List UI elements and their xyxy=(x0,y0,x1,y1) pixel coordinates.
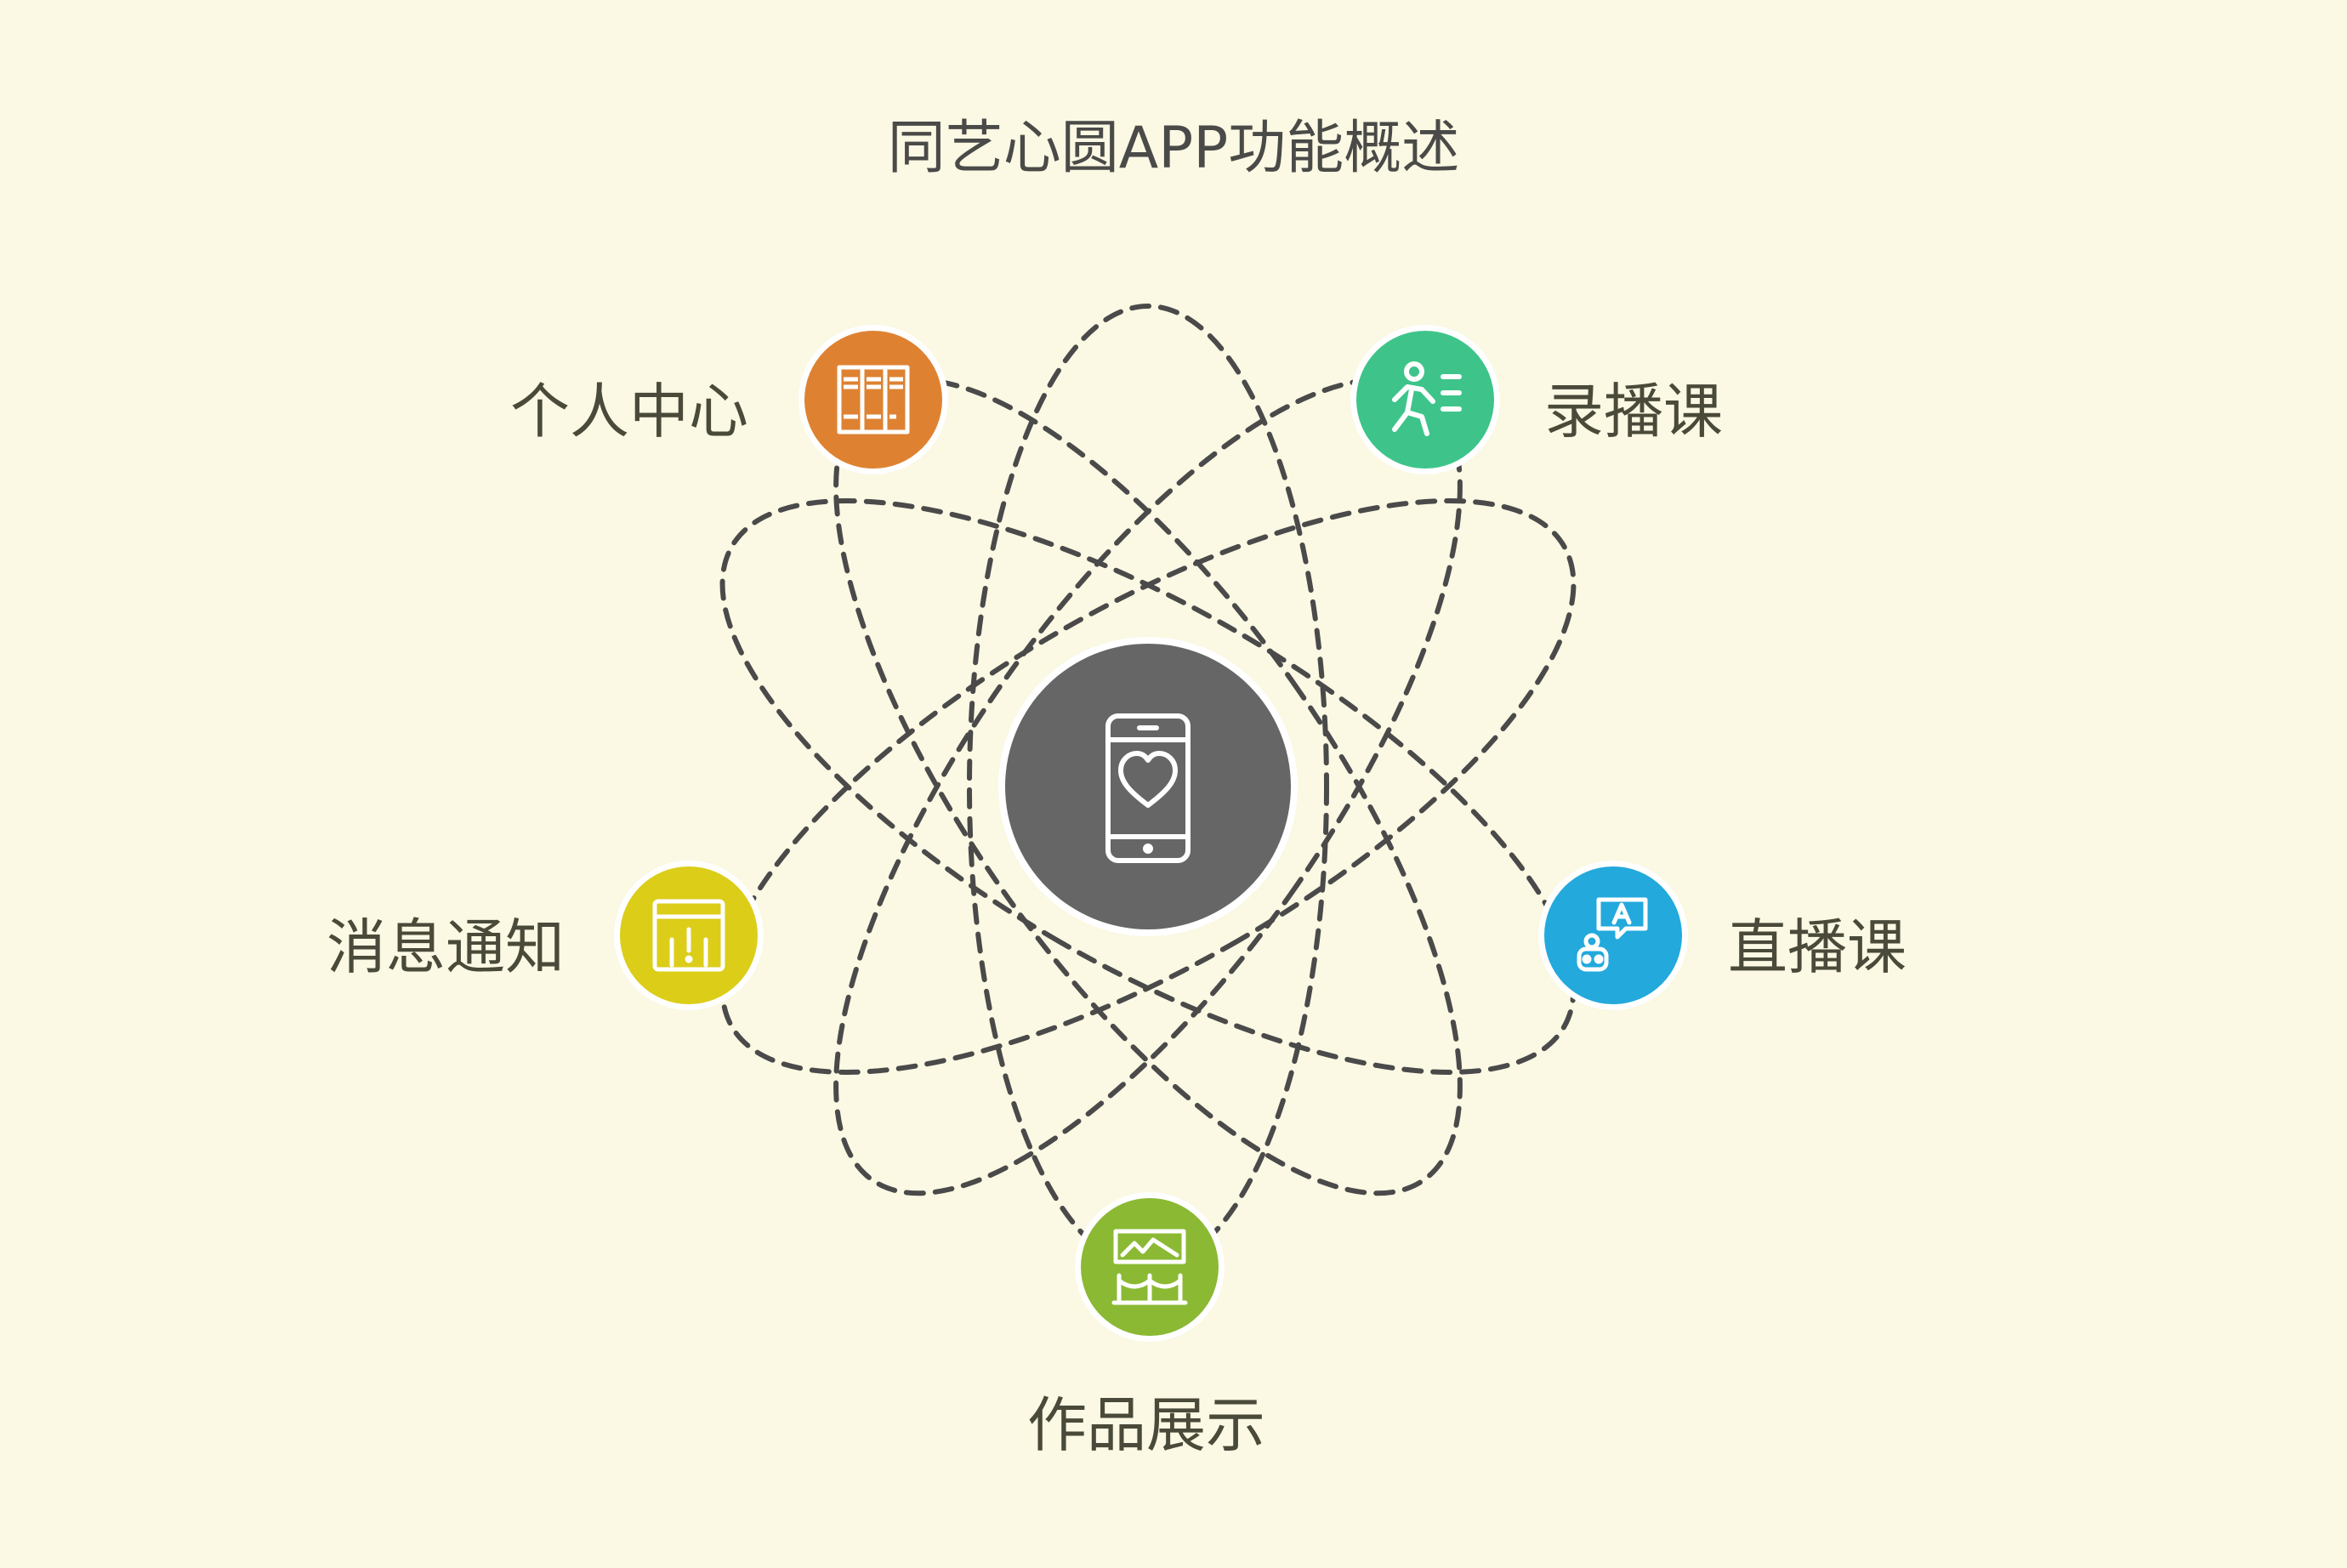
node-notifications[interactable] xyxy=(614,861,764,1010)
center-hub xyxy=(998,637,1298,936)
label-works-showcase: 作品展示 xyxy=(1027,1390,1265,1460)
label-recorded-course: 录播课 xyxy=(1544,377,1723,446)
node-works-showcase[interactable] xyxy=(1075,1192,1225,1342)
label-notifications: 消息通知 xyxy=(327,912,565,982)
alert-window-icon xyxy=(652,899,725,972)
locker-icon xyxy=(837,365,910,435)
label-live-course: 直播课 xyxy=(1728,912,1907,982)
running-person-icon xyxy=(1392,361,1462,436)
node-personal-center[interactable] xyxy=(798,325,948,474)
robot-chat-icon xyxy=(1577,897,1648,972)
orbit-ellipse-120 xyxy=(719,498,1577,1075)
smartphone-heart-icon xyxy=(1105,713,1191,863)
gallery-exhibit-icon xyxy=(1111,1229,1188,1305)
diagram-title: 同艺心圆APP功能概述 xyxy=(887,115,1460,182)
node-live-course[interactable] xyxy=(1538,861,1688,1010)
orbit-ellipse-vertical xyxy=(967,304,1329,1270)
orbit-ellipse-60 xyxy=(719,498,1577,1075)
label-personal-center: 个人中心 xyxy=(510,377,748,446)
node-recorded-course[interactable] xyxy=(1350,325,1500,474)
